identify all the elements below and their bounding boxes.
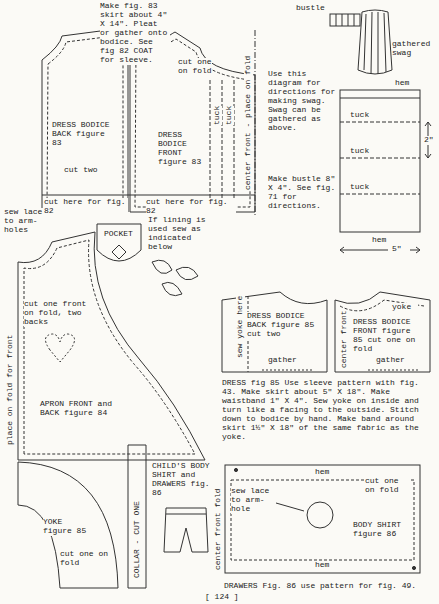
tuck-lines [340,122,420,194]
pattern-note: Use this diagram for directions for maki… [268,70,336,133]
piece-label: POCKET [104,230,136,239]
apron-outline [18,232,205,460]
pattern-note: cut here for fig. 82 [146,198,236,216]
pattern-note: yoke [392,303,418,312]
vertical-note: tuck [225,106,234,125]
bodice-front-outline [335,292,430,372]
vertical-note: COLLAR - CUT ONE [133,501,142,578]
pattern-note: 2" [424,136,436,145]
pattern-note: DRESS fig 85 Use sleeve pattern with fig… [222,379,434,442]
pattern-note: Make fig. 83 skirt about 4" X 14". Pleat… [100,2,170,65]
pocket-outline [97,224,141,261]
gather-line [368,370,418,371]
hem-line [340,98,420,99]
pattern-note: tuck [350,147,374,156]
pattern-piece: POCKET [97,224,141,268]
pattern-note: 5" [392,245,408,254]
swag-folds [364,12,386,74]
piece-label: sew lace to arm-hole [231,487,275,514]
piece-label: cut one on fold [365,477,411,495]
heart-pocket [45,334,74,362]
bustle-folds [336,14,354,26]
bodice-back-outline [222,292,327,372]
piece-label: hem [315,561,335,570]
leader-line [276,503,304,511]
piece-label: hem [315,468,335,477]
piece-label: APRON FRONT and BACK figure 84 [40,400,120,418]
piece-label: DRESS BODICE FRONT figure 85 cut one on … [353,318,423,354]
cut-line [42,195,255,196]
dimension-line [340,247,420,253]
pattern-piece: YOKE figure 85 cut one on fold [15,460,120,588]
gather-line [262,370,312,371]
pattern-piece: APRON FRONT and BACK figure 84 [18,226,208,460]
vertical-note: sew yoke here [236,296,245,358]
vertical-note: center front - place on fold [244,56,253,190]
piece-label: YOKE figure 85 [43,518,93,536]
piece-label: cut two [64,166,114,175]
piece-label: DRESS BODICE BACK figure 85 cut two [247,312,319,339]
swag-diagram [340,90,420,232]
pattern-note: Make bustle 8" X 4". See fig. 71 for dir… [268,175,336,211]
piece-label: BODY SHIRT figure 86 [353,521,413,539]
vertical-note: place on fold for front [6,335,15,445]
pattern-note: bustle [296,4,330,13]
vertical-note: center front [340,310,349,368]
vertical-note: tuck [213,106,222,125]
pattern-note: tuck [350,111,374,120]
pocket-motif [112,245,126,259]
body-shirt-outline [225,465,420,573]
bustle-shape [330,14,360,26]
piece-label: DRESS BODICE FRONT figure 83 [158,131,206,167]
pattern-note: sew lace to arm-holes [4,208,44,235]
pattern-note: If lining is used sew as indicated below [148,216,212,252]
pattern-note: gather [268,356,304,365]
piece-label: DRESS BODICE BACK figure 83 [52,121,114,148]
drawers-sketch [164,508,208,552]
armhole [307,502,333,528]
lining-pieces [152,260,198,295]
vertical-note: center front fold [214,488,223,570]
piece-label: cut one on fold [60,550,110,568]
pattern-note: gather [376,356,412,365]
collar-strip [128,445,146,588]
pattern-note: hem [395,79,415,88]
dot [234,468,237,471]
pattern-note: CHILD'S BODY SHIRT and DRAWERS fig. 86 [152,462,220,498]
pattern-note: gathered swag [392,40,436,58]
dot [412,566,415,569]
pattern-note: [ 124 ] [205,593,239,602]
yoke-outline [18,462,118,588]
pattern-note: tuck [350,183,374,192]
pattern-piece: hem sew lace to arm-hole cut one on foldBO… [225,465,420,573]
pattern-note: cut one front on fold, two backs [24,300,92,327]
swag-shape [358,10,392,74]
pattern-note: DRAWERS Fig. 86 use pattern for fig. 49. [224,582,436,591]
pattern-note: hem [372,236,392,245]
tuck-lines [210,80,234,212]
waistband-line [166,514,206,515]
piece-label: cut one on fold [178,58,212,76]
pattern-note: cut here for fig. 82 [44,198,128,216]
fold-line [255,30,256,215]
